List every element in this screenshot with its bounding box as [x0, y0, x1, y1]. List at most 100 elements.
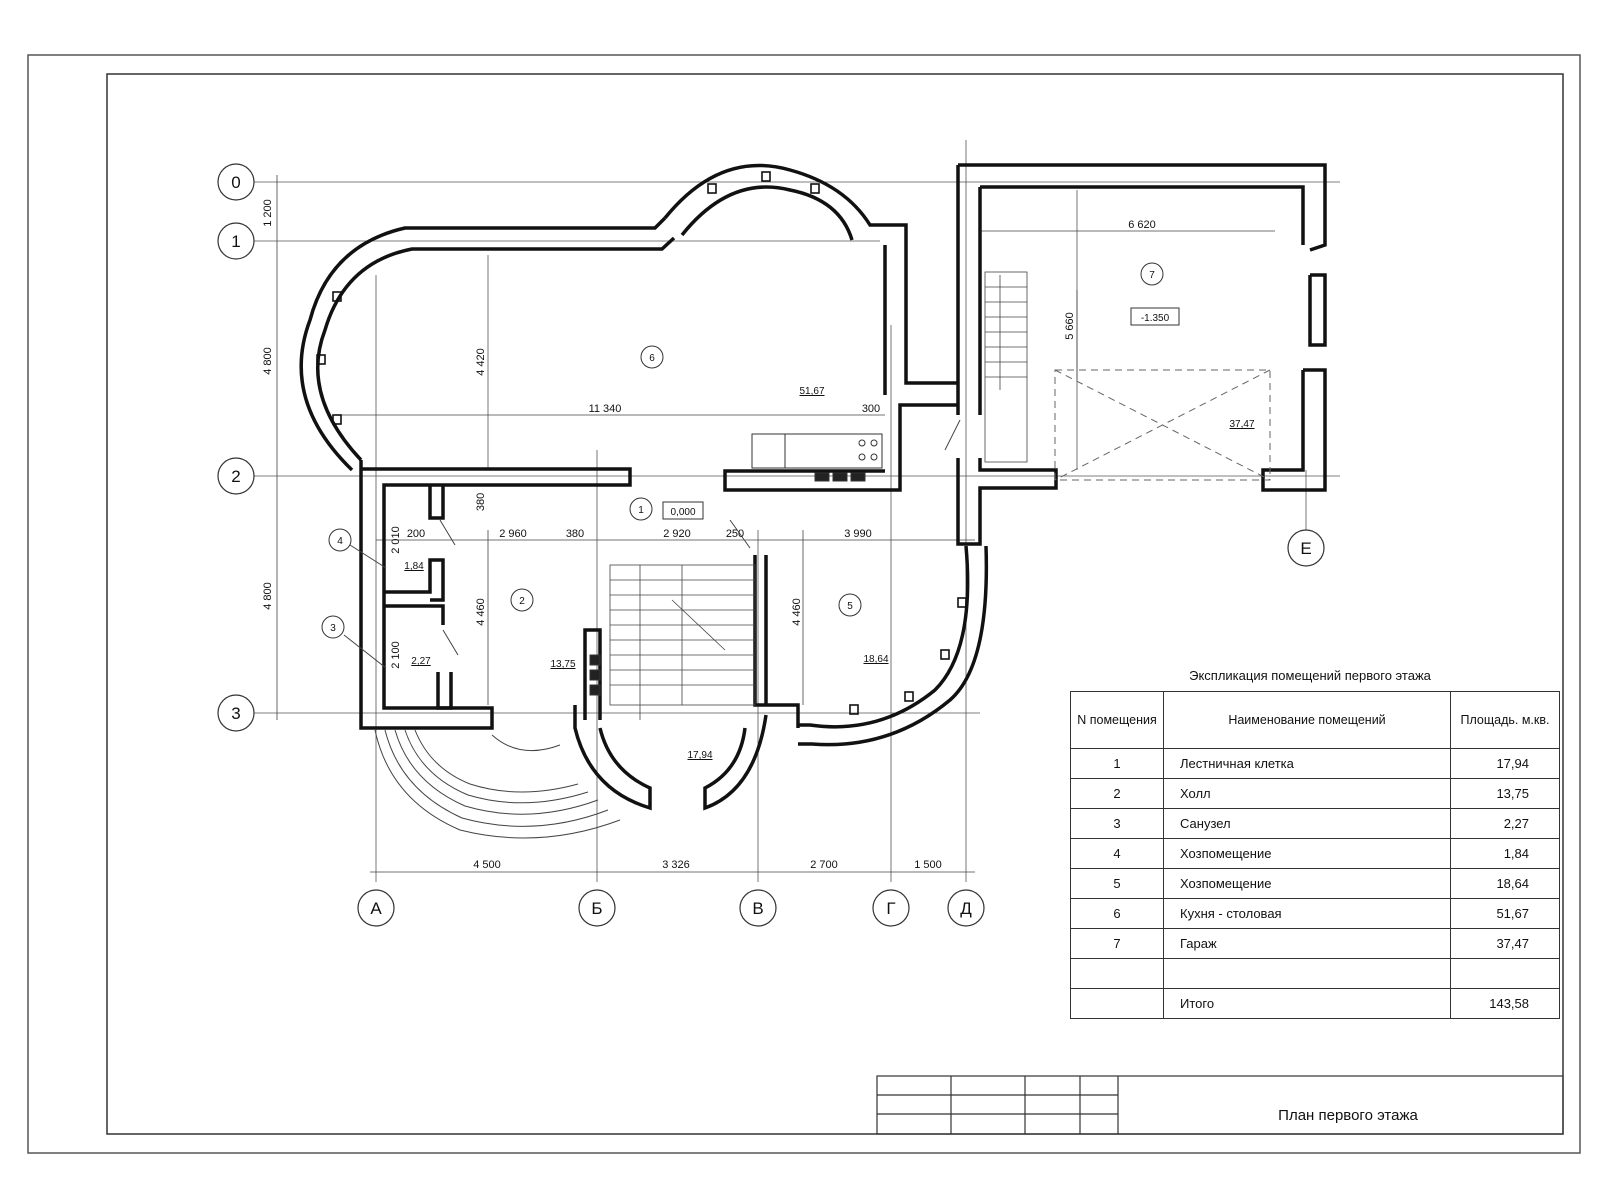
- row-area: 18,64: [1450, 868, 1560, 899]
- room-6-area: 51,67: [799, 386, 824, 397]
- door-swings: [343, 419, 961, 669]
- table-row: 1 Лестничная клетка 17,94: [1070, 748, 1560, 779]
- dim-1200: 1 200: [262, 199, 274, 227]
- table-row: 7 Гараж 37,47: [1070, 928, 1560, 959]
- axis-bubble-e: [1287, 529, 1325, 567]
- row-area: 37,47: [1450, 928, 1560, 959]
- axis-label-2: 2: [231, 467, 240, 486]
- dim-5660: 5 660: [1064, 312, 1076, 340]
- row-name: Санузел: [1163, 808, 1451, 839]
- header-name: Наименование помещений: [1163, 691, 1451, 749]
- room-explication: Экспликация помещений первого этажа N по…: [1070, 668, 1560, 1019]
- axis-bubble-0: [217, 163, 255, 201]
- row-area: 1,84: [1450, 838, 1560, 869]
- outer-sheet-border: [27, 54, 1581, 1154]
- axis-label-e: Е: [1300, 539, 1311, 558]
- dim-1500: 1 500: [914, 859, 942, 871]
- porch-steps: [374, 729, 621, 839]
- axis-label-0: 0: [231, 173, 240, 192]
- dimension-labels: 1 200 4 800 4 800 4 500 3 326 2 700 1 50…: [262, 199, 1156, 871]
- dim-200: 200: [407, 528, 425, 540]
- axis-label-v: В: [752, 899, 763, 918]
- axis-label-b: Б: [591, 899, 602, 918]
- floor-level-box: [662, 501, 704, 520]
- table-row: 4 Хозпомещение 1,84: [1070, 838, 1560, 869]
- total-label: Итого: [1163, 988, 1451, 1019]
- room-2-area: 13,75: [550, 659, 575, 670]
- dim-2960: 2 960: [499, 528, 527, 540]
- dim-380-wall: 380: [475, 493, 487, 511]
- row-area: 2,27: [1450, 808, 1560, 839]
- title-block: [876, 1075, 1564, 1135]
- room-1-number: 1: [638, 505, 644, 516]
- table-row: 5 Хозпомещение 18,64: [1070, 868, 1560, 899]
- axis-label-1: 1: [231, 232, 240, 251]
- dim-380: 380: [566, 528, 584, 540]
- room-6-number: 6: [649, 353, 655, 364]
- dim-2920: 2 920: [663, 528, 691, 540]
- axis-label-d: Д: [960, 899, 972, 918]
- room-3-marker: [321, 615, 345, 639]
- dim-300: 300: [862, 403, 880, 415]
- room-5-marker: [838, 593, 862, 617]
- row-num: 2: [1070, 778, 1164, 809]
- row-area: 13,75: [1450, 778, 1560, 809]
- header-num: N помещения: [1070, 691, 1164, 749]
- dim-4460-hall: 4 460: [475, 598, 487, 626]
- explication-header-row: N помещения Наименование помещений Площа…: [1070, 691, 1560, 749]
- garage-level-box: [1130, 307, 1180, 326]
- table-row-total: Итого 143,58: [1070, 988, 1560, 1019]
- axis-bubble-2: [217, 457, 255, 495]
- sheet-title: План первого этажа: [1278, 1106, 1418, 1124]
- dim-3990: 3 990: [844, 528, 872, 540]
- table-row: 6 Кухня - столовая 51,67: [1070, 898, 1560, 929]
- dim-2010: 2 010: [390, 526, 402, 554]
- row-num: [1070, 988, 1164, 1019]
- room-4-area: 1,84: [404, 561, 424, 572]
- dim-6620: 6 620: [1128, 219, 1156, 231]
- axis-label-3: 3: [231, 704, 240, 723]
- row-area: [1450, 958, 1560, 989]
- table-row: 3 Санузел 2,27: [1070, 808, 1560, 839]
- dim-4420: 4 420: [475, 348, 487, 376]
- row-area: 17,94: [1450, 748, 1560, 779]
- row-name: Холл: [1163, 778, 1451, 809]
- room-7-marker: [1140, 262, 1164, 286]
- total-area: 143,58: [1450, 988, 1560, 1019]
- dim-250: 250: [726, 528, 744, 540]
- room-6-marker: [640, 345, 664, 369]
- dim-4800-bottom: 4 800: [262, 582, 274, 610]
- axis-bubble-1: [217, 222, 255, 260]
- drawing-frame: [106, 73, 1564, 1135]
- row-num: 5: [1070, 868, 1164, 899]
- room-5-number: 5: [847, 601, 853, 612]
- room-7-area: 37,47: [1229, 419, 1254, 430]
- row-name: Лестничная клетка: [1163, 748, 1451, 779]
- axis-bubble-b: [578, 889, 616, 927]
- room-1-marker: [629, 497, 653, 521]
- room-1-area: 17,94: [687, 750, 712, 761]
- row-num: 4: [1070, 838, 1164, 869]
- garage-car-outline: [1054, 369, 1271, 481]
- room-4-number: 4: [337, 536, 343, 547]
- room-3-area: 2,27: [411, 656, 431, 667]
- table-row: [1070, 958, 1560, 989]
- dim-4800-top: 4 800: [262, 347, 274, 375]
- row-name: Гараж: [1163, 928, 1451, 959]
- room-2-marker: [510, 588, 534, 612]
- row-num: 6: [1070, 898, 1164, 929]
- room-markers: 6 51,67 7 37,47 -1.350 1 0,000 17,94 2 1…: [321, 262, 1255, 761]
- staircase: [609, 271, 1028, 720]
- room-5-area: 18,64: [863, 654, 888, 665]
- row-num: 3: [1070, 808, 1164, 839]
- row-num: 1: [1070, 748, 1164, 779]
- row-num: 7: [1070, 928, 1164, 959]
- row-name: Хозпомещение: [1163, 868, 1451, 899]
- axis-bubbles: 0 1 2 3 А Б В Г Д Е: [217, 163, 1325, 927]
- room-3-number: 3: [330, 623, 336, 634]
- dim-4460-room5: 4 460: [791, 598, 803, 626]
- dim-2700: 2 700: [810, 859, 838, 871]
- axis-bubble-a: [357, 889, 395, 927]
- axis-label-g: Г: [886, 899, 895, 918]
